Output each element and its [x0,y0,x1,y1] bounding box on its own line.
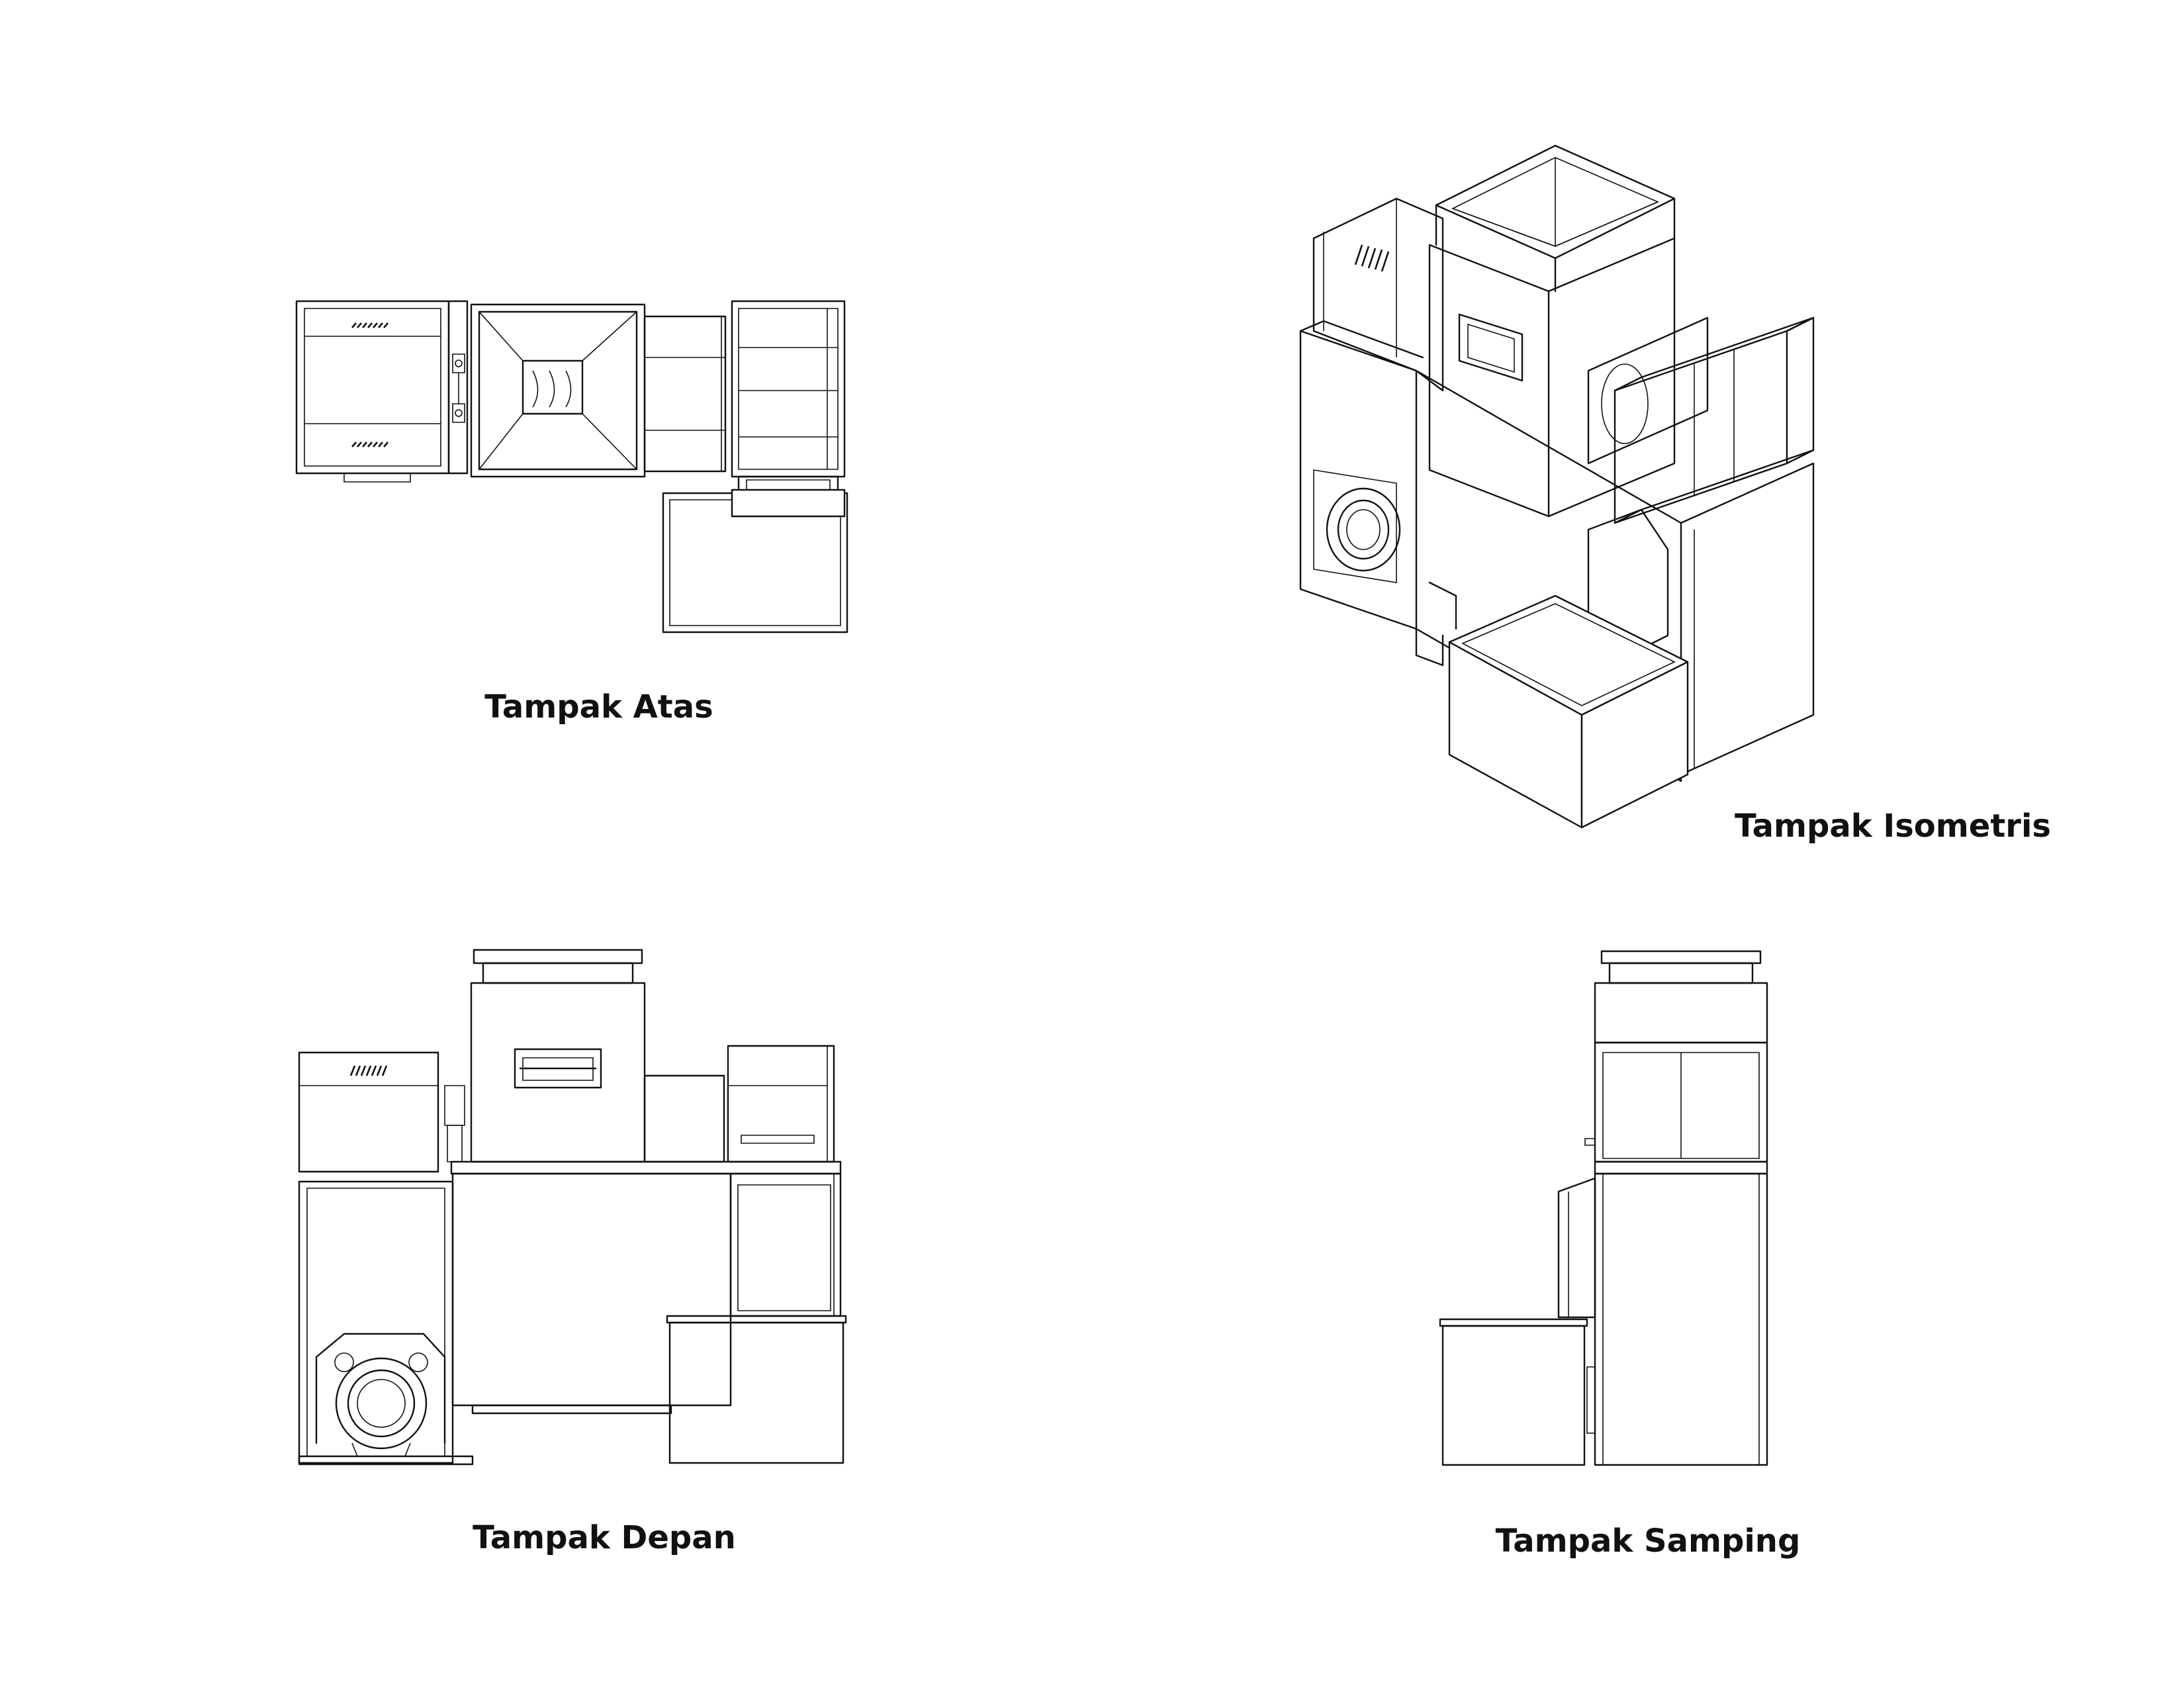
vent-grille-icon [352,323,388,447]
isometric-view-drawing [1284,132,1827,861]
vent-grille-icon [351,1066,387,1076]
top-view-label: Tampak Atas [484,688,713,726]
front-view-drawing [291,940,874,1483]
front-view-label: Tampak Depan [473,1519,736,1556]
side-view-drawing [1430,940,1800,1483]
isometric-view-label: Tampak Isometris [1735,808,2051,845]
vent-grille-icon [1355,245,1388,271]
top-view-drawing [291,291,874,649]
side-view-label: Tampak Samping [1495,1523,1801,1560]
